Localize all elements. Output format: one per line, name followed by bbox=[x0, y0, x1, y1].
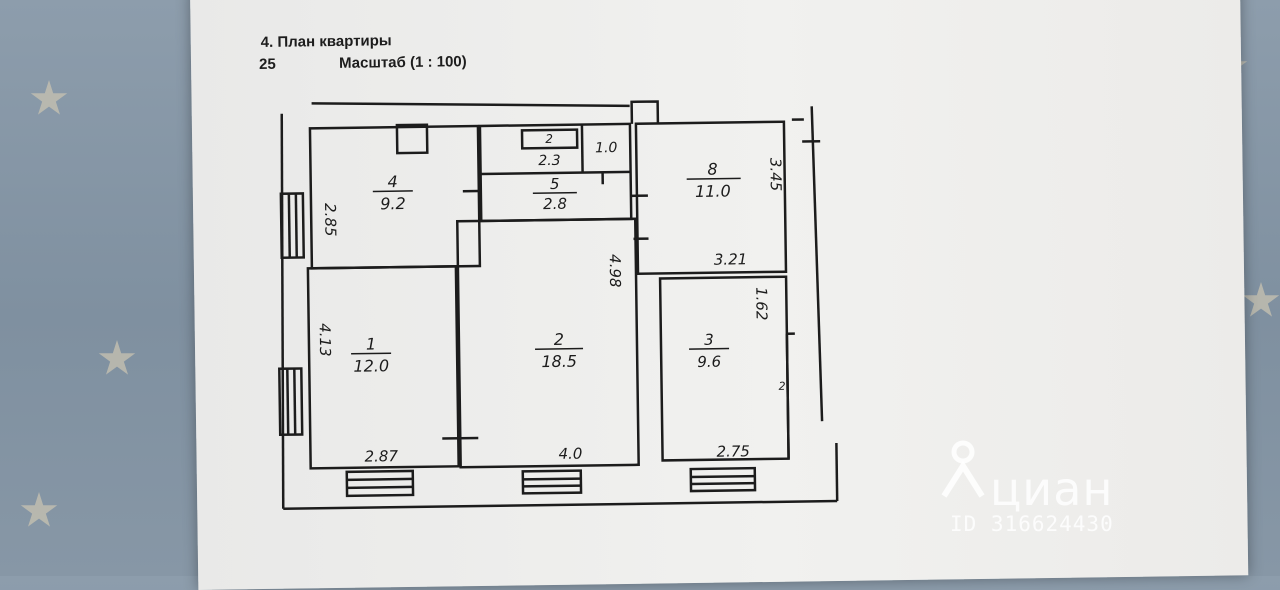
room-6-area: 1.0 bbox=[595, 140, 618, 156]
room-2-area: 18.5 bbox=[541, 352, 577, 371]
dimension-285: 2.85 bbox=[321, 203, 339, 237]
watermark-brand: циан bbox=[990, 462, 1113, 516]
watermark-id: ID 316624430 bbox=[950, 512, 1114, 536]
room-7-number: 2 bbox=[545, 132, 553, 146]
star-decoration bbox=[20, 492, 58, 530]
room-8-area: 11.0 bbox=[695, 181, 731, 200]
room-5-area: 2.8 bbox=[543, 195, 567, 213]
room-7-area: 2.3 bbox=[538, 153, 560, 169]
star-decoration bbox=[98, 340, 136, 378]
star-decoration bbox=[30, 80, 68, 118]
room-8-number: 8 bbox=[707, 160, 717, 179]
dimension-275: 2.75 bbox=[716, 442, 750, 460]
dimension-40: 4.0 bbox=[558, 445, 582, 463]
dimension-413: 4.13 bbox=[316, 323, 334, 357]
dimension-498: 4.98 bbox=[606, 254, 624, 288]
star-decoration bbox=[1242, 282, 1280, 320]
room-5-number: 5 bbox=[550, 175, 560, 193]
dimension-287: 2.87 bbox=[364, 447, 398, 465]
dimension-345: 3.45 bbox=[766, 158, 784, 192]
room-3-area: 9.6 bbox=[697, 353, 721, 371]
cian-logo-icon bbox=[940, 438, 986, 500]
room-3-number: 3 bbox=[704, 331, 714, 349]
dimension-162: 1.62 bbox=[752, 287, 770, 321]
room-1-number: 1 bbox=[366, 334, 376, 353]
room-1-area: 12.0 bbox=[353, 356, 389, 375]
room-4-number: 4 bbox=[387, 172, 397, 191]
room-2-number: 2 bbox=[554, 330, 564, 349]
room-labels: 4 9.2 5 2.8 8 11.0 1 12.0 2 18.5 3 9.6 2… bbox=[348, 129, 743, 375]
dimension-2: 2 bbox=[779, 380, 786, 393]
room-4-area: 9.2 bbox=[380, 194, 406, 213]
dimension-321: 3.21 bbox=[714, 250, 748, 268]
